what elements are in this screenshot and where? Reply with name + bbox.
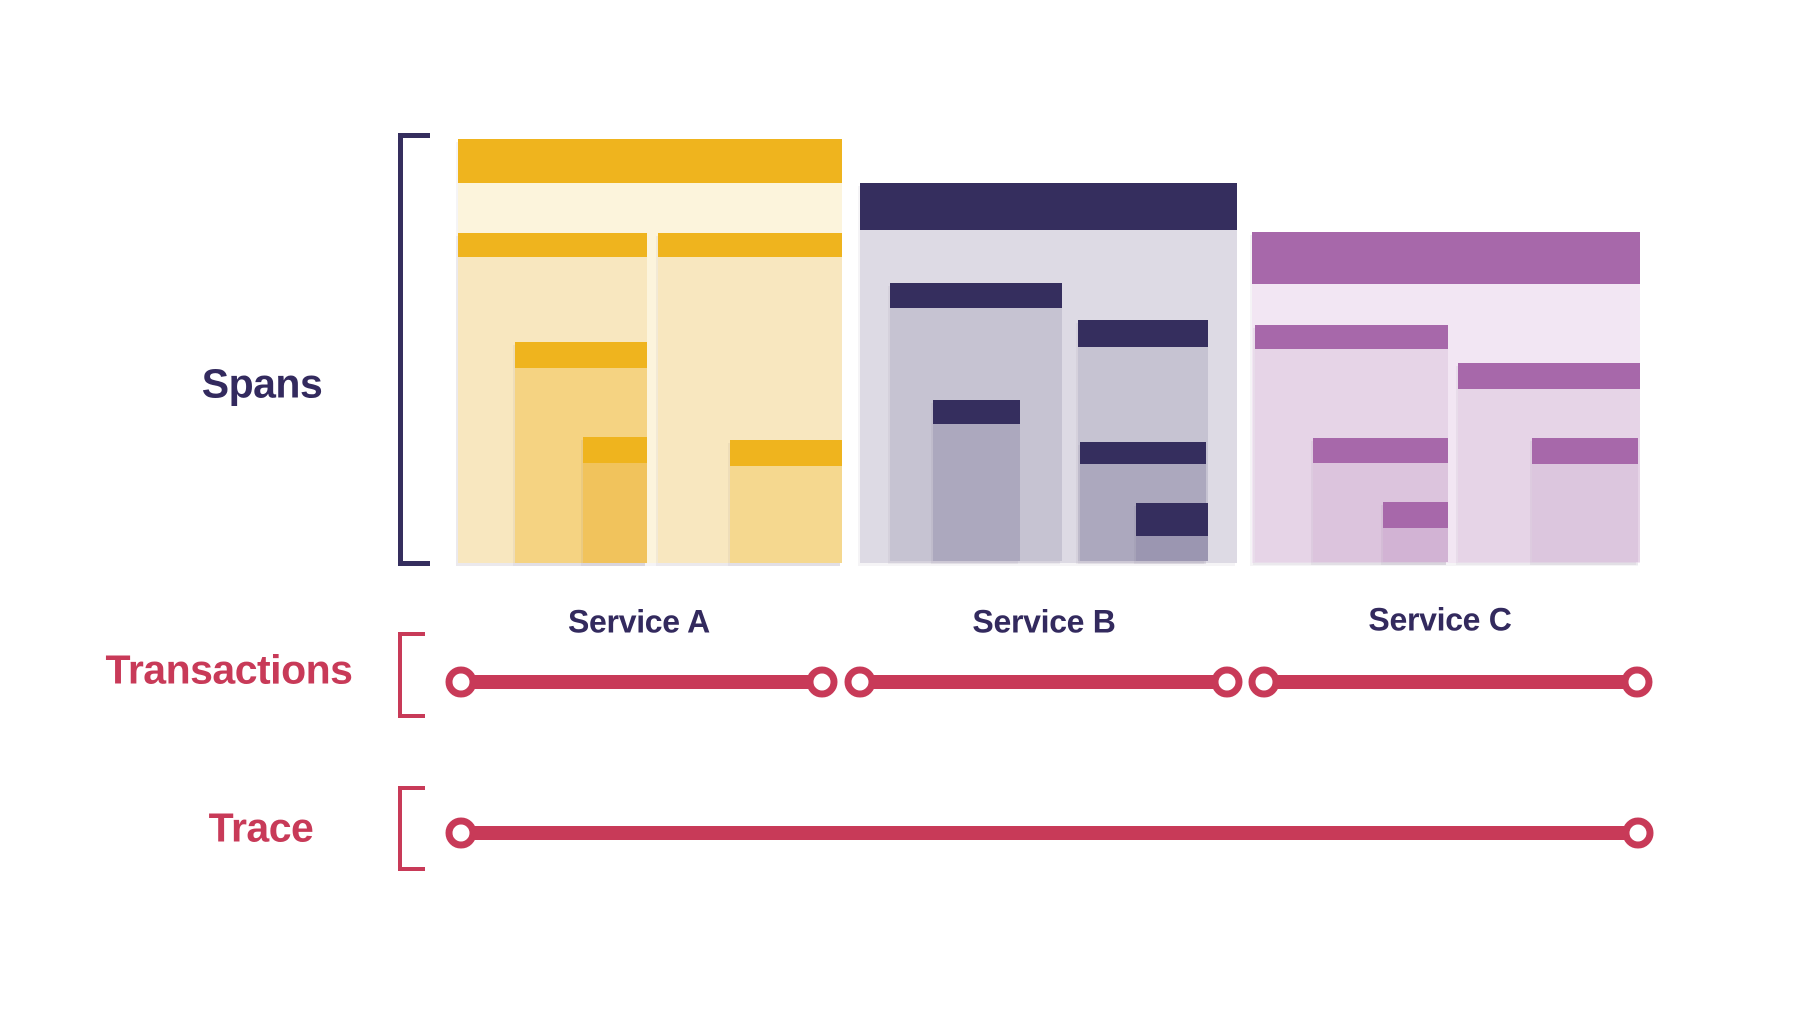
transaction-start-node-0 <box>445 666 477 698</box>
span-header-bar <box>1136 503 1208 536</box>
span-header-bar <box>1255 325 1448 349</box>
span-rect-service-b-level4-5 <box>1136 503 1208 561</box>
span-header-bar <box>515 342 647 368</box>
transaction-start-node-2 <box>1248 666 1280 698</box>
span-header-bar <box>1383 502 1448 528</box>
span-header-bar <box>1532 438 1638 464</box>
trace-start-node <box>445 817 477 849</box>
spans-label: Spans <box>201 360 323 407</box>
transaction-line-1 <box>860 675 1227 689</box>
span-header-bar <box>458 139 842 183</box>
service-label-service-c: Service C <box>1368 601 1512 638</box>
transaction-start-node-1 <box>844 666 876 698</box>
transaction-end-node-0 <box>806 666 838 698</box>
span-header-bar <box>458 233 647 257</box>
span-rect-service-c-level3-5 <box>1532 438 1638 562</box>
spans-bracket <box>398 133 430 566</box>
span-rect-service-b-level3-2 <box>933 400 1020 561</box>
span-header-bar <box>1252 232 1640 284</box>
transaction-line-0 <box>461 675 822 689</box>
span-header-bar <box>1458 363 1640 389</box>
transaction-end-node-1 <box>1211 666 1243 698</box>
transaction-line-2 <box>1264 675 1637 689</box>
transactions-label: Transactions <box>105 646 353 693</box>
span-header-bar <box>933 400 1020 424</box>
span-header-bar <box>1078 320 1208 347</box>
span-header-bar <box>658 233 842 257</box>
trace-label: Trace <box>208 804 314 851</box>
trace-bracket <box>398 786 425 871</box>
service-label-service-b: Service B <box>972 603 1116 640</box>
span-header-bar <box>730 440 842 466</box>
span-rect-service-a-level3-5 <box>730 440 842 563</box>
transaction-end-node-2 <box>1621 666 1653 698</box>
span-header-bar <box>860 183 1237 230</box>
span-header-bar <box>1080 442 1206 464</box>
trace-end-node <box>1622 817 1654 849</box>
span-header-bar <box>890 283 1062 308</box>
service-label-service-a: Service A <box>568 603 710 640</box>
span-header-bar <box>583 437 647 463</box>
trace-line <box>461 826 1638 840</box>
span-rect-service-a-level4-4 <box>583 437 647 563</box>
span-rect-service-c-level4-4 <box>1383 502 1448 562</box>
transactions-bracket <box>398 632 425 718</box>
span-header-bar <box>1313 438 1448 463</box>
